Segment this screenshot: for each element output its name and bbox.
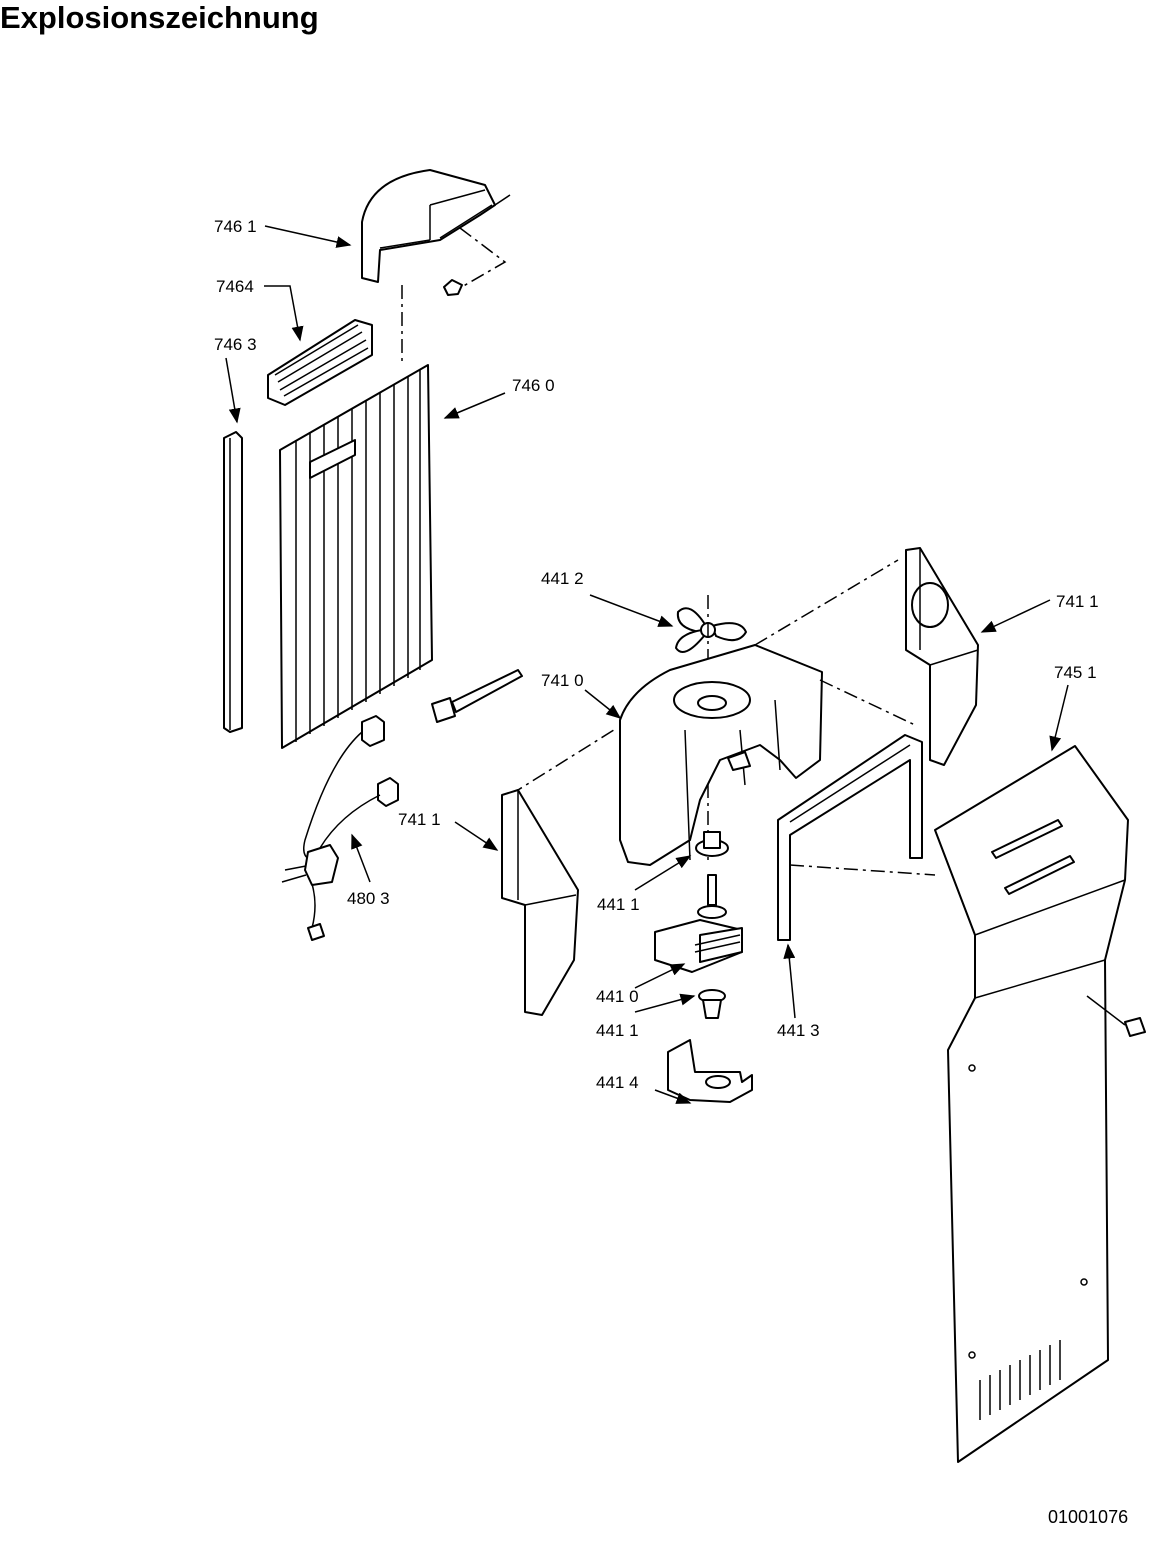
cable-tie-part — [431, 669, 523, 723]
label-u-bracket: 441 3 — [777, 1021, 820, 1040]
label-grommet-lower: 441 1 — [596, 1021, 639, 1040]
label-side-baffle-left: 741 1 — [398, 810, 441, 829]
evaporator-cover-part — [279, 364, 433, 749]
fan-shroud-part — [619, 644, 823, 866]
label-fan-shroud: 741 0 — [541, 671, 584, 690]
label-wiring-harness: 480 3 — [347, 889, 390, 908]
seal-strip-part — [223, 431, 243, 733]
label-fan-blade: 441 2 — [541, 569, 584, 588]
duct-cap-part — [361, 169, 511, 365]
rear-panel-part — [934, 745, 1146, 1463]
label-grommet-upper: 441 1 — [597, 895, 640, 914]
label-side-baffle-right: 741 1 — [1056, 592, 1099, 611]
side-baffle-right-part — [905, 547, 979, 766]
u-bracket-part — [777, 734, 923, 941]
label-rear-panel: 745 1 — [1054, 663, 1097, 682]
leader-lines — [225, 225, 1069, 1104]
motor-bracket-part — [667, 1039, 753, 1103]
label-fan-motor: 441 0 — [596, 987, 639, 1006]
label-evaporator-cover: 746 0 — [512, 376, 555, 395]
label-duct-cap: 746 1 — [214, 217, 257, 236]
side-baffle-left-part — [501, 789, 579, 1016]
wiring-harness-part — [281, 715, 399, 941]
page-title: Explosionszeichnung — [0, 0, 319, 35]
fan-blade-part — [675, 595, 747, 860]
alignment-line — [509, 559, 936, 876]
label-motor-bracket: 441 4 — [596, 1073, 639, 1092]
label-grille-cover: 7464 — [216, 277, 254, 296]
fan-motor-assembly-part — [654, 831, 743, 1019]
grille-cover-part — [267, 319, 373, 406]
document-id: 01001076 — [1048, 1507, 1129, 1527]
label-seal-strip: 746 3 — [214, 335, 257, 354]
